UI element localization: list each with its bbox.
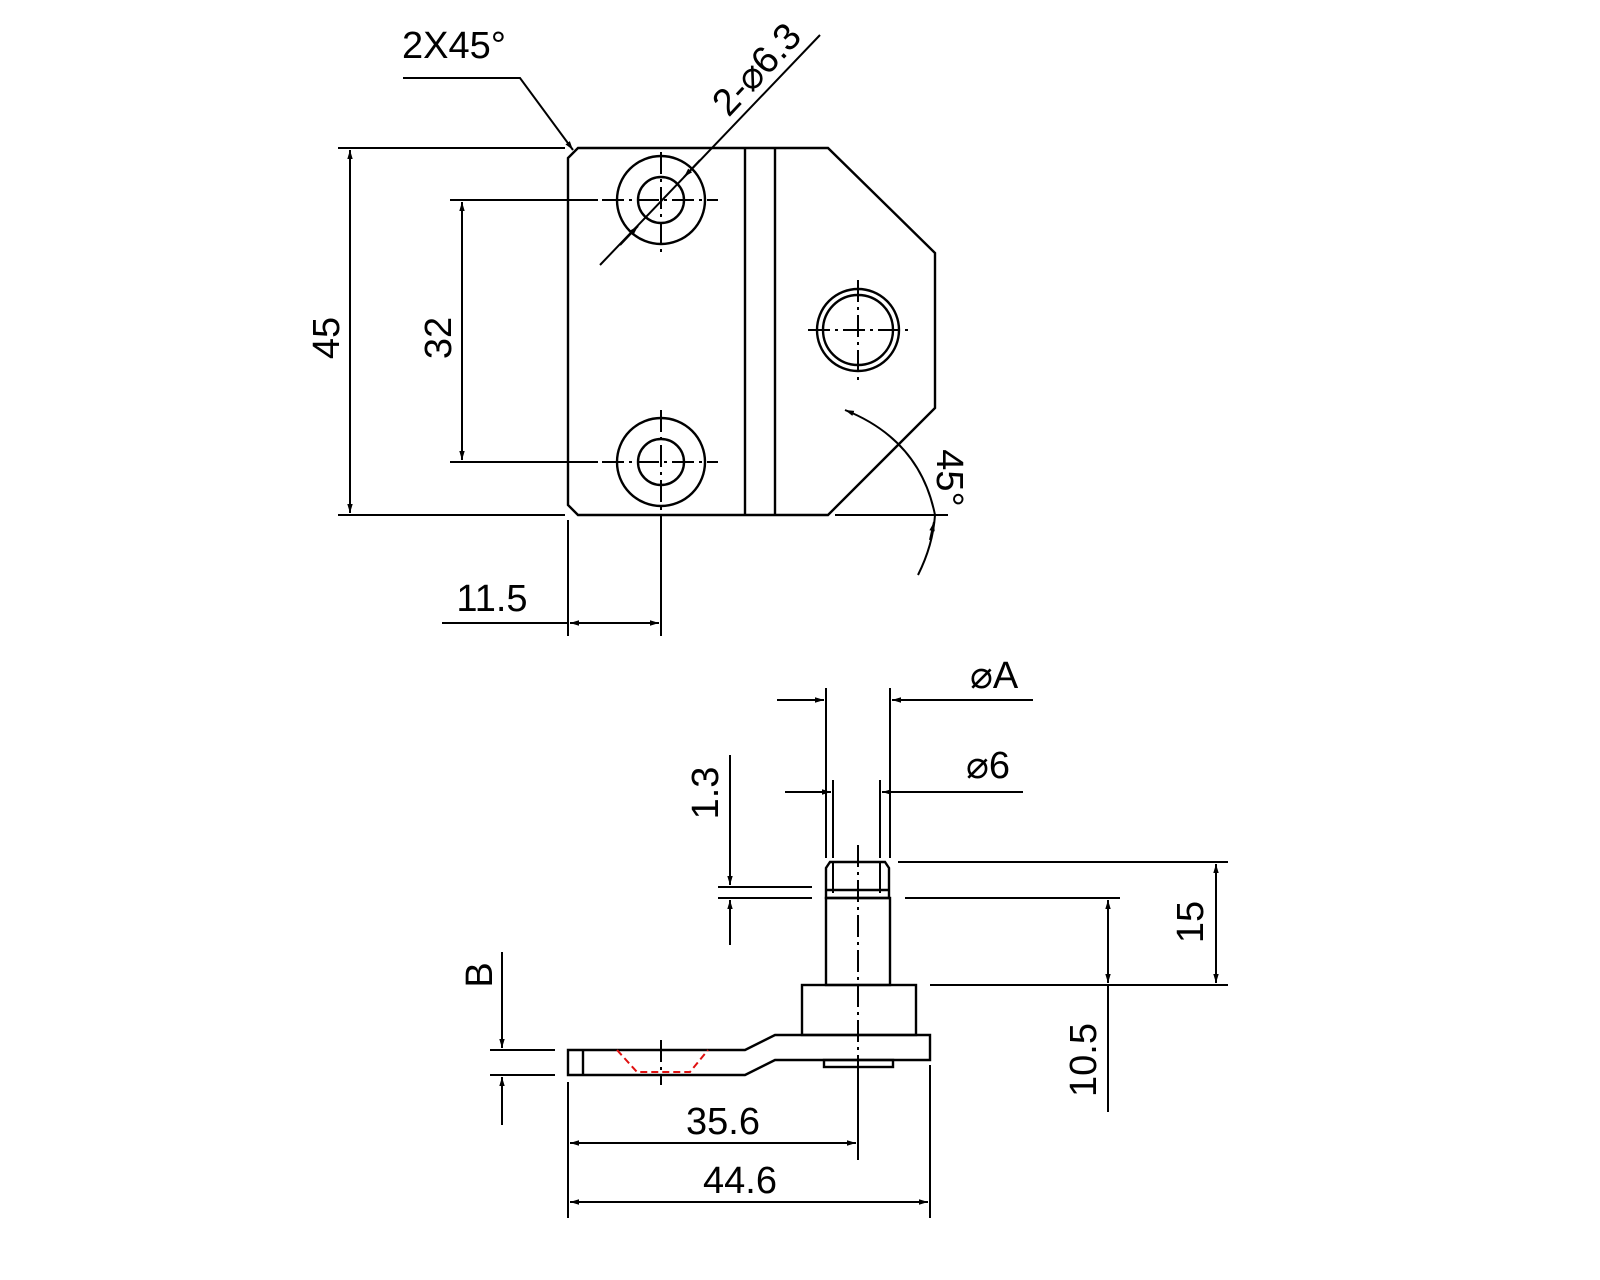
dim-shaft-height: 10.5	[905, 897, 1120, 1112]
dim-label: 15	[1170, 901, 1212, 943]
dim-label: 1.3	[685, 767, 727, 820]
dim-total-length: 44.6	[570, 1065, 931, 1218]
chamfer-callout: 2X45°	[402, 25, 574, 151]
dim-45: 45	[306, 147, 565, 516]
dim-label: 45	[306, 317, 348, 359]
hidden-countersink	[616, 1049, 709, 1073]
dim-diameter-a: ⌀A	[777, 655, 1033, 858]
dim-label: 44.6	[703, 1160, 777, 1202]
dim-label: 11.5	[456, 578, 527, 620]
dim-label: 32	[418, 317, 460, 359]
dim-pin-offset: 35.6	[567, 1072, 859, 1218]
hole-label: 2-⌀6.3	[705, 15, 810, 124]
side-view: ⌀A ⌀6 1.3 15 10.5	[459, 655, 1228, 1218]
dim-label: 10.5	[1063, 1023, 1105, 1097]
hole-top	[602, 152, 718, 255]
dim-thickness: B	[459, 952, 555, 1125]
dim-pin-height: 15	[898, 861, 1228, 986]
dim-label: 35.6	[686, 1101, 760, 1143]
plate-outline	[566, 146, 937, 517]
dim-label: B	[459, 962, 501, 987]
dim-groove: 1.3	[685, 755, 812, 945]
dim-label: ⌀6	[966, 745, 1010, 787]
bracket-arm	[566, 1033, 932, 1077]
dim-11-5: 11.5	[442, 520, 662, 636]
dim-32: 32	[418, 199, 598, 463]
dim-label: ⌀A	[970, 655, 1019, 697]
chamfer-label: 2X45°	[402, 25, 506, 67]
hole-right	[808, 280, 910, 380]
dim-label: 45°	[928, 449, 970, 506]
dim-diameter-6: ⌀6	[785, 745, 1023, 858]
dim-angle: 45°	[835, 409, 970, 576]
hole-bottom	[602, 410, 718, 540]
hole-callout: 2-⌀6.3	[599, 15, 821, 266]
top-view: 45 32 11.5 2X45° 2-⌀6.3	[306, 15, 970, 636]
